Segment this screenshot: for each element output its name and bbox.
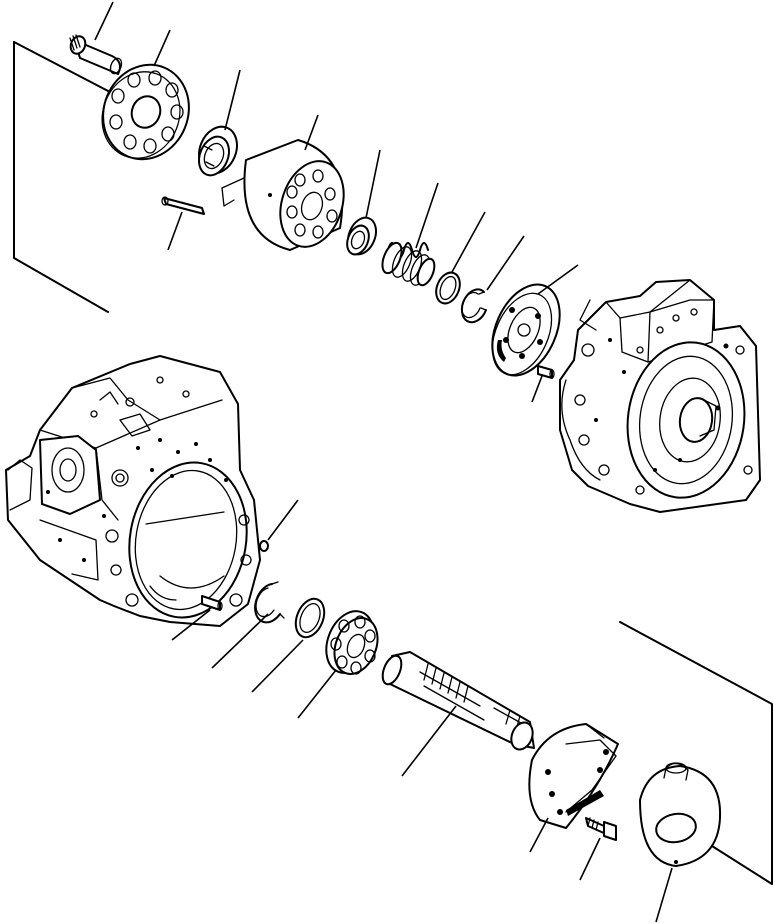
dowel-pin-part [161, 196, 205, 215]
leader-line-cylinder-block [304, 114, 319, 151]
leader-line-collar [365, 149, 381, 219]
leader-line-spacer-ring [451, 211, 486, 273]
leader-line-dowel-pin [167, 211, 183, 251]
small-bearing-part [198, 125, 238, 177]
lower-spacer-ring-part [294, 597, 326, 639]
spring-part [381, 241, 436, 287]
leader-line-swash-cradle [529, 817, 549, 853]
small-pin-part [537, 365, 555, 379]
swash-cradle-part [528, 723, 619, 829]
leader-line-lower-bearing [297, 669, 337, 719]
leader-line-lower-snap-ring [211, 613, 269, 669]
leader-line-housing-pin [171, 609, 211, 641]
pump-housing-part [5, 355, 261, 627]
collar-part [346, 216, 377, 256]
leader-line-retainer-plate [537, 264, 579, 295]
leader-line-bolt [579, 837, 601, 881]
snap-ring-part [460, 288, 487, 324]
lower-snap-ring-part [254, 581, 285, 624]
leader-line-pin [94, 1, 114, 41]
drive-shaft-part [381, 651, 535, 751]
assembled-pump-part [559, 279, 761, 513]
bracket-lower-group [619, 621, 773, 885]
o-ring-small-part [259, 540, 269, 552]
bolt-part [585, 817, 617, 841]
leader-line-lower-spacer-ring [251, 639, 304, 693]
valve-plate-part [101, 63, 190, 161]
lower-bearing-part [325, 610, 379, 675]
leader-line-small-bearing [224, 69, 241, 131]
retainer-plate-part [491, 283, 561, 377]
leader-line-valve-plate [153, 29, 171, 67]
leader-line-o-ring-small [267, 499, 299, 541]
leader-line-small-pin [531, 375, 543, 403]
leader-line-end-cover [655, 867, 673, 923]
leader-line-snap-ring [486, 235, 525, 291]
bracket-upper-group [13, 41, 111, 313]
housing-pin-part [201, 595, 223, 611]
pin-part [69, 34, 123, 75]
cylinder-block-part [221, 139, 345, 251]
leader-line-spring [415, 182, 439, 249]
leader-line-drive-shaft [401, 705, 457, 777]
spacer-ring-part [435, 271, 461, 305]
end-cover-part [639, 762, 722, 867]
